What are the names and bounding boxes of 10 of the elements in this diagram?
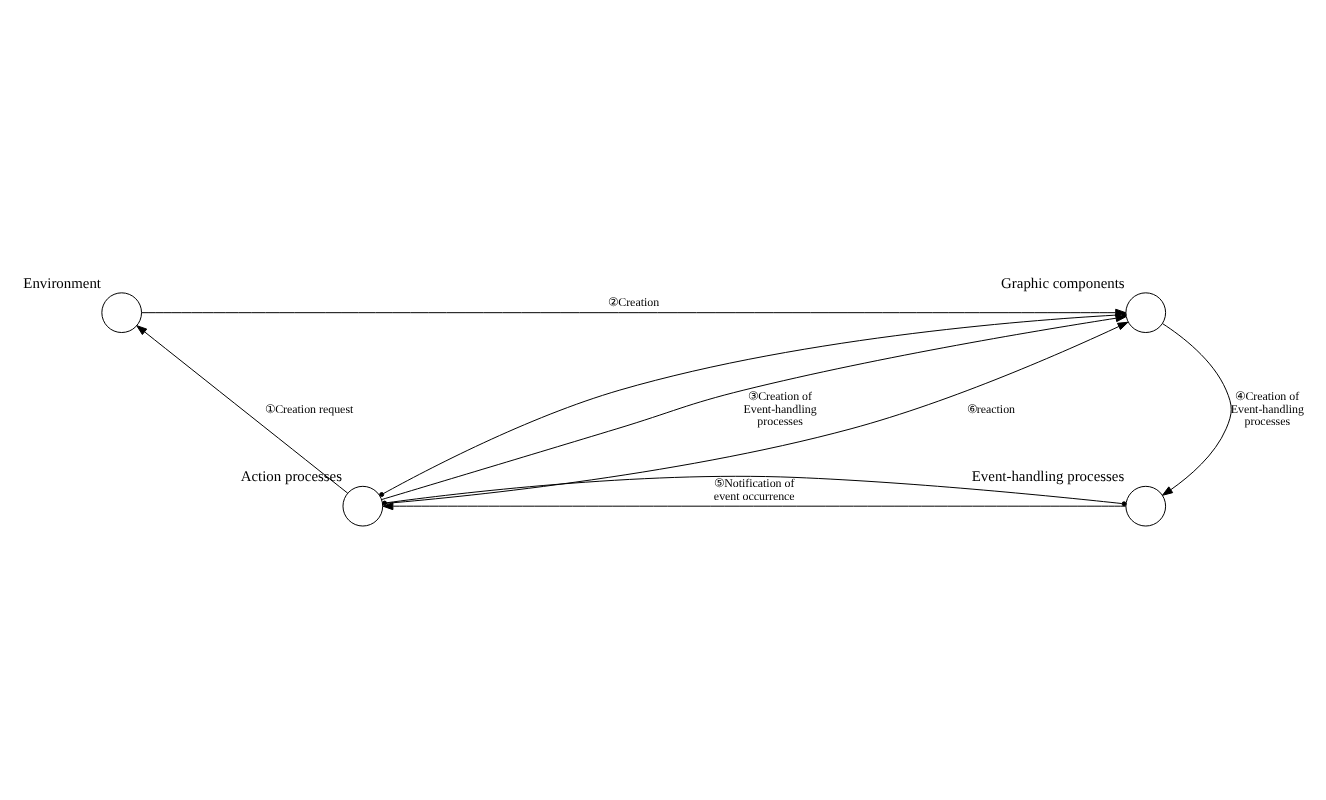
node-circle: [1125, 484, 1167, 526]
node-label: Graphic components: [1001, 272, 1125, 291]
arrow: [382, 501, 1127, 510]
node-label: Environment: [23, 272, 101, 291]
arrow: [1162, 322, 1232, 495]
arrow: [136, 324, 349, 493]
node-circle: [101, 291, 143, 333]
connector: [382, 474, 1127, 506]
node-circle: [1125, 291, 1167, 333]
node-label: Event-handling processes: [971, 466, 1125, 485]
